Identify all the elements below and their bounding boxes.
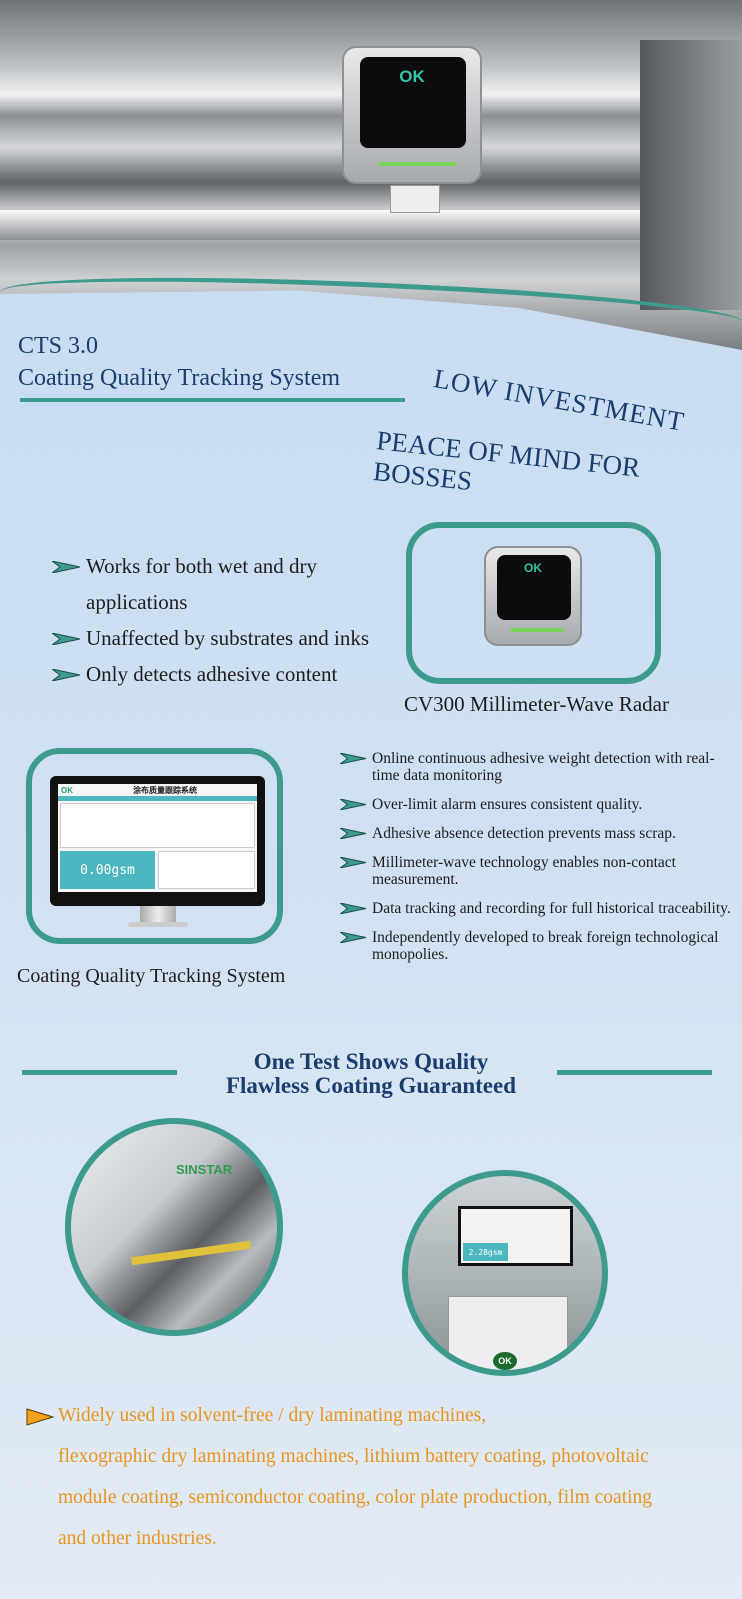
feature-item: Adhesive absence detection prevents mass… — [340, 825, 735, 842]
software-caption: Coating Quality Tracking System — [17, 965, 286, 987]
section-divider-right — [557, 1070, 712, 1075]
section-title: One Test Shows Quality Flawless Coating … — [225, 1049, 517, 1098]
ok-logo: OK — [493, 1352, 517, 1370]
station-reading: 2.28gsm — [463, 1243, 508, 1261]
radar-device: OK — [484, 546, 582, 646]
product-name: Coating Quality Tracking System — [18, 365, 341, 391]
feature-item: Data tracking and recording for full his… — [340, 900, 735, 917]
feature-item: Millimeter-wave technology enables non-c… — [340, 854, 735, 888]
feature-item: Independently developed to break foreign… — [340, 929, 735, 963]
feature-item: Online continuous adhesive weight detect… — [340, 750, 735, 784]
radar-device: OK — [342, 46, 482, 184]
benefit-list: Works for both wet and dry applications … — [52, 548, 372, 692]
orange-arrow-icon — [26, 1408, 54, 1426]
photo-laminator: SINSTAR — [65, 1118, 283, 1336]
brand-label: SINSTAR — [176, 1162, 233, 1177]
title-underline — [20, 398, 405, 402]
arrow-icon — [52, 561, 80, 573]
screen-title: 涂布质量跟踪系统 — [133, 785, 197, 795]
benefit-item: Only detects adhesive content — [52, 656, 372, 692]
arrow-icon — [340, 903, 366, 914]
arrow-icon — [340, 857, 366, 868]
benefit-item: Works for both wet and dry applications — [52, 548, 372, 620]
benefit-item: Unaffected by substrates and inks — [52, 620, 372, 656]
arrow-icon — [340, 932, 366, 943]
applications-line3: module coating, semiconductor coating, c… — [58, 1487, 653, 1508]
slogan-line1: LOW INVESTMENT — [431, 363, 687, 437]
photo-monitor-station: 2.28gsm OK — [402, 1170, 608, 1376]
arrow-icon — [340, 753, 366, 764]
applications-line1: Widely used in solvent-free / dry lamina… — [58, 1405, 487, 1426]
arrow-icon — [52, 669, 80, 681]
weight-reading: 0.00gsm — [60, 851, 155, 889]
radar-caption: CV300 Millimeter-Wave Radar — [404, 692, 669, 716]
applications-line4: and other industries. — [58, 1528, 217, 1549]
screen-logo: OK — [61, 785, 73, 795]
feature-item: Over-limit alarm ensures consistent qual… — [340, 796, 735, 813]
monitor: OK 涂布质量跟踪系统 0.00gsm — [50, 776, 265, 906]
arrow-icon — [340, 799, 366, 810]
arrow-icon — [52, 633, 80, 645]
slogan-line2: PEACE OF MIND FOR BOSSES — [371, 425, 642, 497]
radar-frame: OK — [406, 522, 661, 684]
arrow-icon — [340, 828, 366, 839]
product-code: CTS 3.0 — [18, 333, 99, 359]
applications-line2: flexographic dry laminating machines, li… — [58, 1446, 649, 1467]
section-divider-left — [22, 1070, 177, 1075]
feature-list: Online continuous adhesive weight detect… — [340, 750, 735, 975]
hero-image: OK — [0, 0, 742, 350]
software-frame: OK 涂布质量跟踪系统 0.00gsm — [26, 748, 283, 944]
